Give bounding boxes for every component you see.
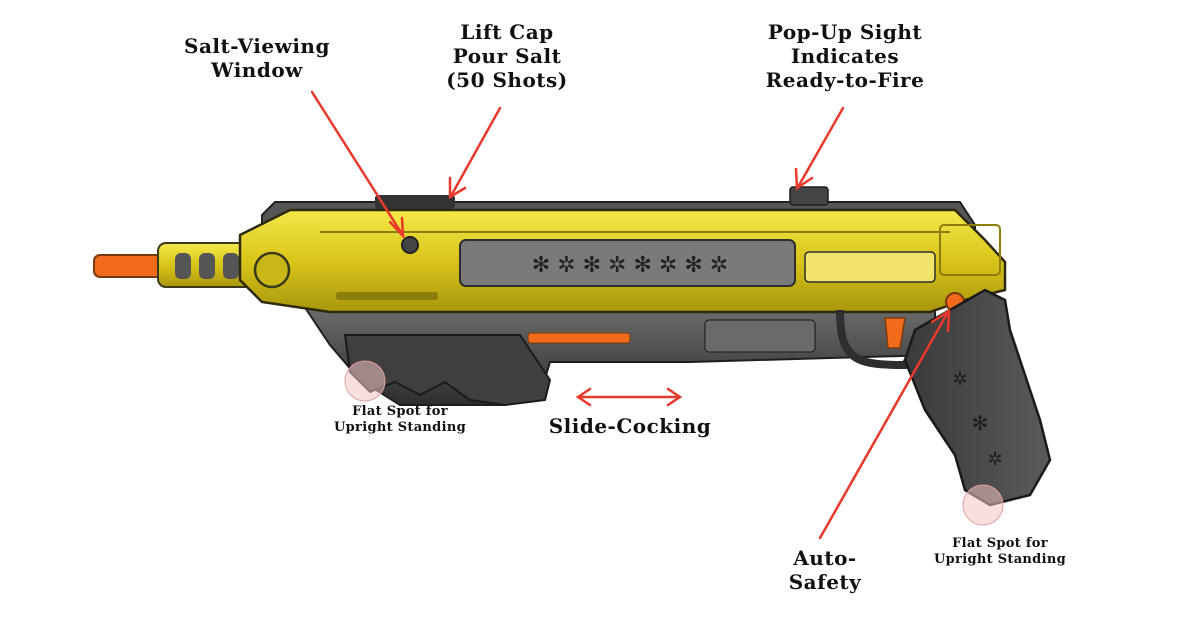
salt-viewing-window-label: Salt-Viewing Window bbox=[184, 34, 330, 82]
engraved-plate bbox=[704, 319, 816, 353]
svg-text:✲: ✲ bbox=[987, 449, 1002, 470]
salt-viewing-window: ✻ ✲ ✻ ✲ ✻ ✲ ✻ ✲ bbox=[459, 239, 796, 287]
callout-arrows bbox=[310, 90, 951, 540]
pistol-grip: ✻ ✲ ✲ bbox=[903, 288, 1052, 507]
slide-rail bbox=[527, 332, 631, 344]
flat-spot-marker-left bbox=[344, 360, 386, 402]
svg-text:✻: ✻ bbox=[972, 411, 989, 435]
brand-badge bbox=[804, 251, 936, 283]
svg-text:✻ ✲ ✻ ✲ ✻ ✲ ✻ ✲: ✻ ✲ ✻ ✲ ✻ ✲ ✻ ✲ bbox=[532, 253, 728, 278]
muzzle-tip bbox=[93, 254, 165, 278]
front-cap-disk bbox=[253, 251, 291, 289]
auto-safety-arrow bbox=[818, 308, 951, 540]
pop-up-sight-label: Pop-Up Sight Indicates Ready-to-Fire bbox=[765, 20, 925, 92]
flat-spot-right-label: Flat Spot for Upright Standing bbox=[934, 536, 1066, 567]
flat-spot-left-label: Flat Spot for Upright Standing bbox=[334, 404, 466, 435]
svg-text:✲: ✲ bbox=[952, 369, 967, 390]
viewing-port bbox=[401, 236, 419, 254]
flat-spot-marker-right bbox=[962, 484, 1004, 526]
auto-safety-label: Auto- Safety bbox=[788, 546, 862, 594]
slide-cocking-label: Slide-Cocking bbox=[548, 414, 712, 438]
slide-cocking-arrow bbox=[575, 387, 683, 407]
trigger-assembly bbox=[836, 309, 924, 370]
lift-cap-label: Lift Cap Pour Salt (50 Shots) bbox=[446, 20, 568, 92]
salt-window-arrow bbox=[310, 90, 405, 240]
lift-cap-arrow bbox=[448, 106, 502, 200]
pop-up-sight-arrow bbox=[794, 106, 845, 191]
